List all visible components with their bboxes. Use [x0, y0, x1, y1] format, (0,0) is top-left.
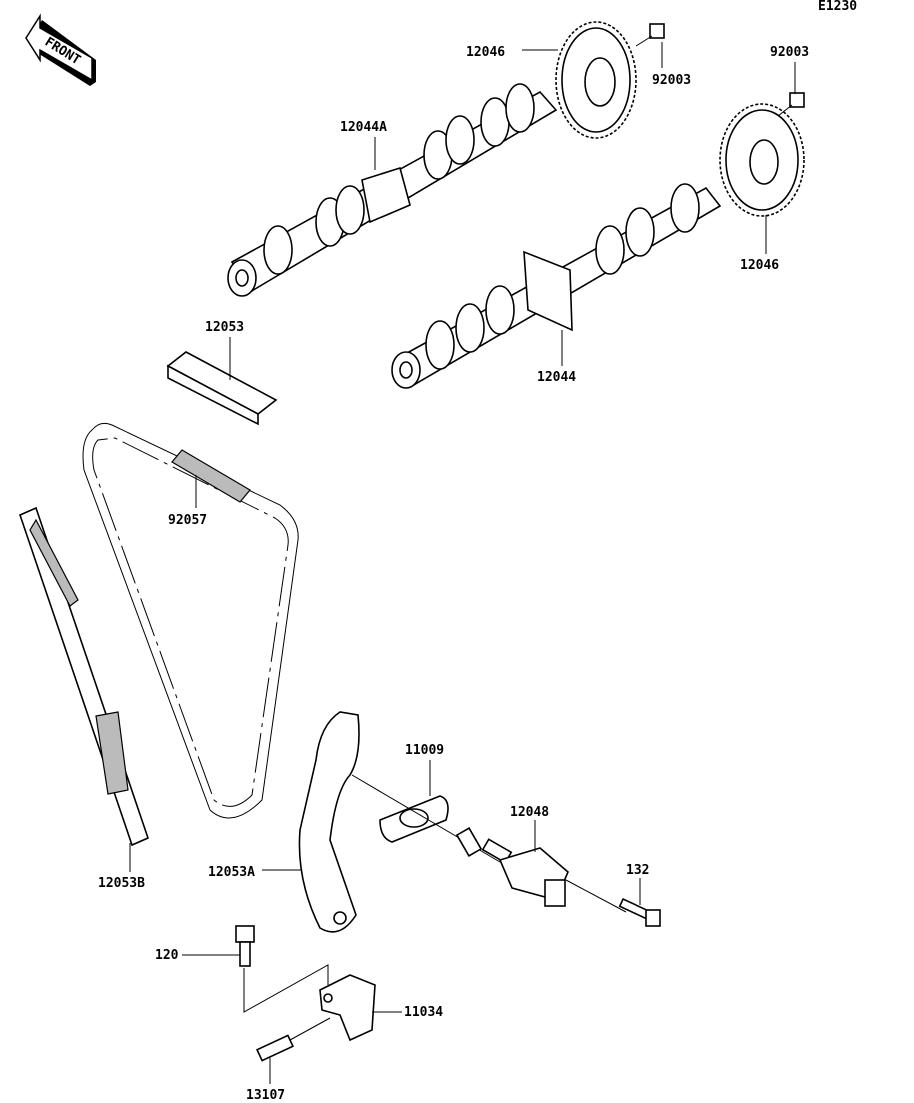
- leader-lines: [129, 42, 796, 1084]
- label-92003-upper: 92003: [652, 73, 691, 88]
- label-12053A: 12053A: [208, 865, 255, 880]
- label-92057: 92057: [168, 513, 207, 528]
- guide-12053A: [298, 711, 360, 933]
- bolt-92003-right: [777, 92, 805, 117]
- label-12046-upper: 12046: [466, 45, 505, 60]
- label-13107: 13107: [246, 1088, 285, 1103]
- sprocket-12046-right: [719, 103, 805, 217]
- pin-13107: [255, 1034, 295, 1062]
- sprocket-12046-upper: [555, 21, 637, 139]
- label-11009: 11009: [405, 743, 444, 758]
- label-12046-right: 12046: [740, 258, 779, 273]
- label-132: 132: [626, 863, 649, 878]
- guide-12053: [166, 351, 278, 426]
- label-120: 120: [155, 948, 179, 963]
- tensioner-12048: [455, 827, 569, 907]
- camshaft-12044A: [227, 83, 558, 297]
- bolt-120: [235, 925, 255, 967]
- label-12053B: 12053B: [98, 876, 145, 891]
- bolt-132: [618, 897, 661, 927]
- label-12044A: 12044A: [340, 120, 387, 135]
- gasket-11009: [379, 795, 449, 843]
- label-92003-right: 92003: [770, 45, 809, 60]
- label-12053: 12053: [205, 320, 244, 335]
- bolt-92003-upper: [635, 23, 665, 47]
- diagram-code: E1230: [818, 0, 857, 14]
- label-11034: 11034: [404, 1005, 443, 1020]
- camshaft-12044: [391, 183, 722, 389]
- bracket-11034: [319, 974, 376, 1042]
- front-arrow-logo: FRONT: [25, 13, 96, 86]
- label-12044: 12044: [537, 370, 576, 385]
- chain-92057: [82, 422, 299, 819]
- label-12048: 12048: [510, 805, 549, 820]
- guide-12053B: [19, 506, 149, 847]
